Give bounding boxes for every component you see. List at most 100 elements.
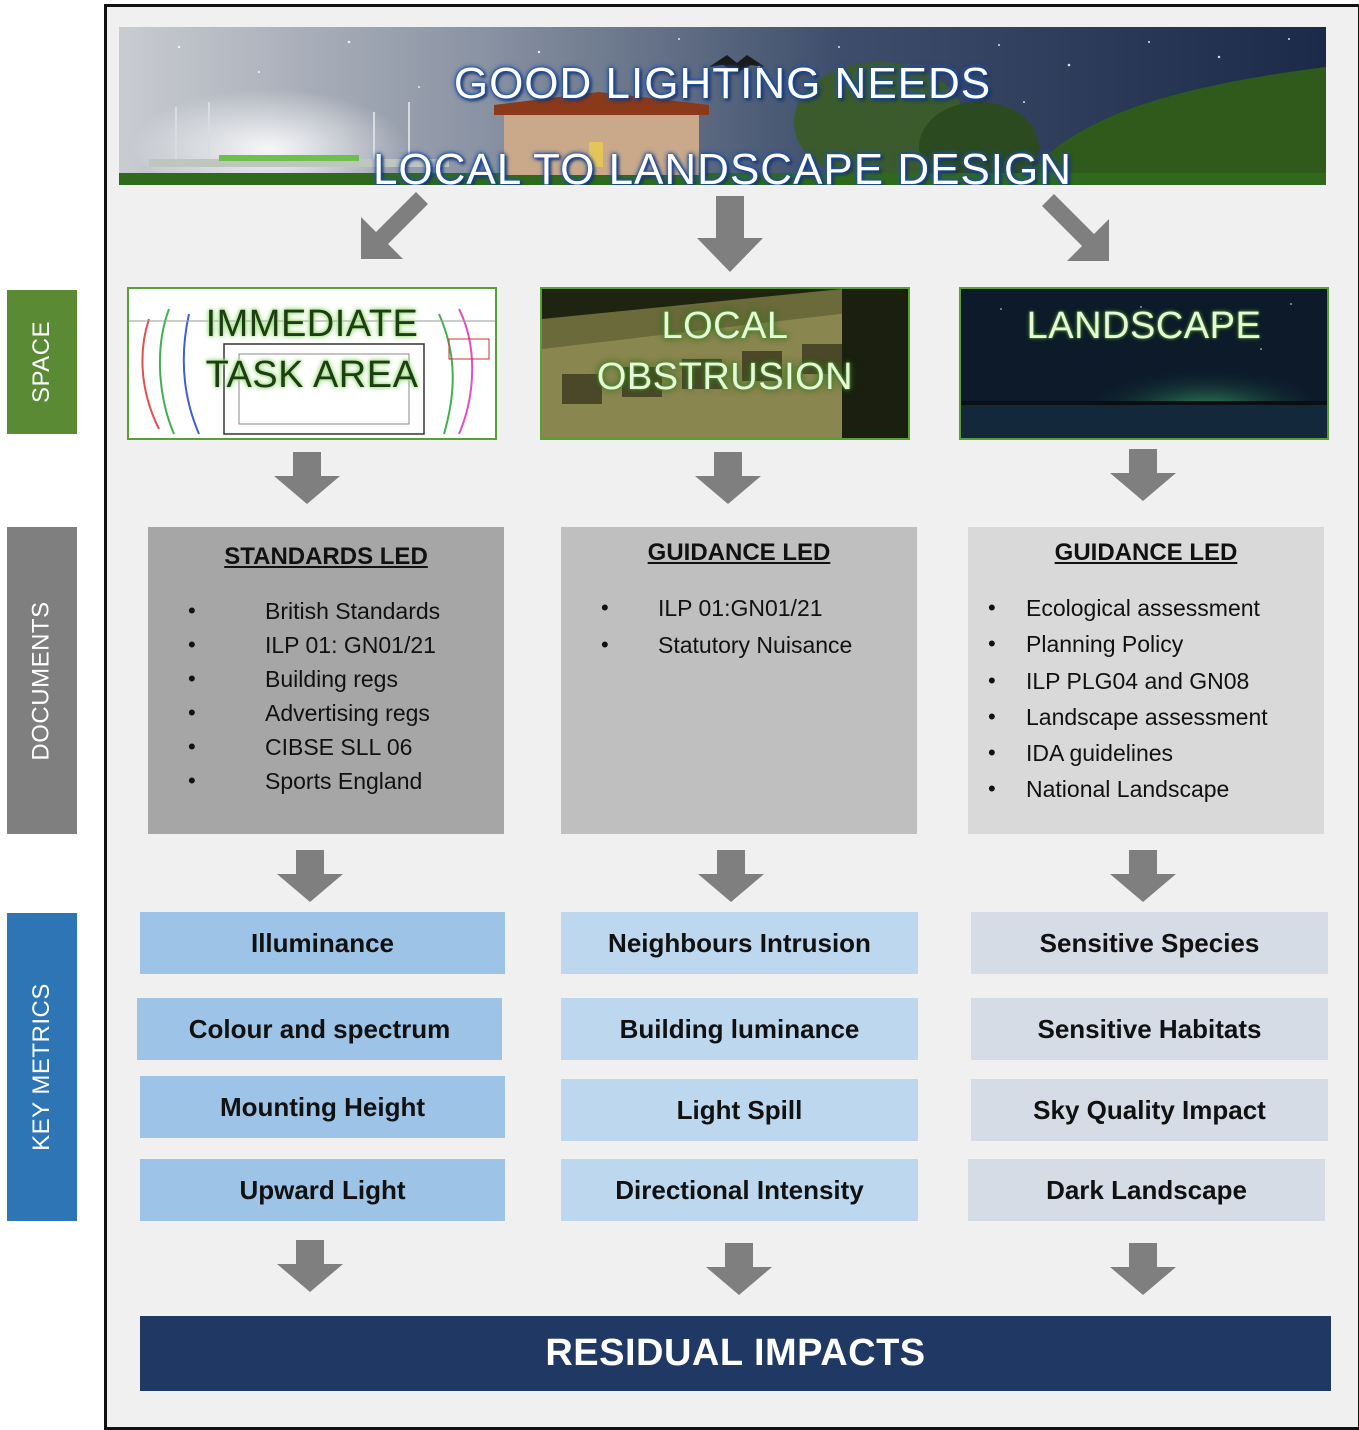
metric-box: Light Spill [561,1079,918,1141]
side-label-key-metrics: KEY METRICS [7,913,77,1221]
arrow-down-icon [274,452,340,504]
documents-heading: GUIDANCE LED [1054,539,1238,566]
space-card-local-title-line1: LOCAL [661,305,789,347]
list-item-text: Planning Policy [1026,631,1184,658]
space-card-local-title: LOCAL OBSTRUSION [542,301,908,404]
bullet-icon: • [188,734,196,759]
bullet-icon: • [188,632,196,657]
metric-box: Building luminance [561,998,918,1060]
list-item-text: Building regs [265,666,398,692]
arrow-down-icon [1110,1243,1176,1295]
aurora-landscape-image [961,289,1327,438]
side-label-documents-text: DOCUMENTS [28,600,56,761]
bullet-icon: • [188,598,196,623]
arrow-down-icon [1110,449,1176,501]
documents-list: • British Standards • ILP 01: GN01/21 • Bui… [148,598,504,802]
documents-list: • ILP 01:GN01/21 • Statutory Nuisance [561,595,917,669]
list-item-text: Advertising regs [265,700,430,726]
list-item: • Advertising regs [148,700,504,734]
list-item-text: Ecological assessment [1026,595,1260,621]
bullet-icon: • [988,595,996,620]
list-item-text: Sports England [265,768,423,794]
space-card-immediate-title-line1: IMMEDIATE [205,303,419,345]
list-item: • Landscape assessment [968,704,1324,740]
list-item: • Statutory Nuisance [561,632,917,669]
arrow-down-icon [1110,850,1176,902]
space-card-local-obstrusion: LOCAL OBSTRUSION [540,287,910,440]
metric-box: Dark Landscape [968,1159,1325,1221]
list-item: • National Landscape [968,776,1324,812]
list-item-text: ILP 01:GN01/21 [658,595,823,621]
list-item: •CIBSE SLL 06 [148,734,504,768]
list-item-text: Landscape assessment [1026,703,1268,730]
bullet-icon: • [988,740,996,766]
metric-box: Sensitive Habitats [971,998,1328,1060]
house-icon [494,92,709,175]
residual-impacts-text: RESIDUAL IMPACTS [545,1332,926,1374]
list-item: • Ecological assessment [968,595,1324,631]
list-item: • Planning Policy [968,631,1324,667]
side-label-space: SPACE [7,290,77,434]
side-label-space-text: SPACE [28,320,55,404]
documents-box-guidance-led-landscape: GUIDANCE LED • Ecological assessment • Pla… [968,527,1324,834]
space-card-landscape-title-line1: LANDSCAPE [1026,305,1262,347]
list-item-text: Statutory Nuisance [658,632,853,658]
documents-list: •Ecological assessment •Planning Policy … [968,595,1324,813]
arrow-down-left-icon [361,192,428,259]
arrow-down-icon [697,196,763,272]
space-card-local-title-line2: OBSTRUSION [596,356,854,399]
list-item: • British Standards [148,598,504,632]
list-item-text: ILP 01: GN01/21 [265,632,436,658]
building-night-image [542,289,908,438]
list-item-text: British Standards [265,598,441,624]
bullet-icon: • [601,595,609,620]
metric-box: Colour and spectrum [137,998,502,1060]
bullet-icon: • [188,768,196,793]
documents-heading: STANDARDS LED [224,543,428,570]
metric-box: Upward Light [140,1159,505,1221]
documents-box-standards-led: STANDARDS LED • British Standards • ILP 01… [148,527,504,834]
list-item-text: IDA guidelines [1026,740,1174,767]
banner-title-line1: GOOD LIGHTING NEEDS [453,59,992,108]
list-item: • IDA guidelines [968,740,1324,776]
bullet-icon: • [988,631,996,657]
arrow-down-icon [277,850,343,902]
list-item: • ILP 01:GN01/21 [561,595,917,632]
space-card-landscape: LANDSCAPE [959,287,1329,440]
side-label-key-metrics-text: KEY METRICS [28,983,56,1151]
metric-box: Sky Quality Impact [971,1079,1328,1141]
metric-box: Mounting Height [140,1076,505,1138]
list-item: • ILP PLG04 and GN08 [968,668,1324,704]
bullet-icon: • [988,703,996,729]
list-item: • Building regs [148,666,504,700]
bullet-icon: • [988,776,996,802]
bullet-icon: • [188,666,196,691]
list-item-text: National Landscape [1026,776,1230,803]
documents-box-guidance-led-local: GUIDANCE LED •ILP 01:GN01/21 •Statutory … [561,527,917,834]
space-card-immediate-task-area: IMMEDIATE TASK AREA [127,287,497,440]
metric-box: Directional Intensity [561,1159,918,1221]
list-item: • ILP 01: GN01/21 [148,632,504,666]
residual-impacts-bar: RESIDUAL IMPACTS [140,1316,1331,1391]
side-label-documents: DOCUMENTS [7,527,77,834]
banner: GOOD LIGHTING NEEDS LOCAL TO LANDSCAPE D… [119,27,1326,185]
space-card-immediate-title: IMMEDIATE TASK AREA [129,299,495,402]
arrow-down-icon [698,850,764,902]
metric-box: Sensitive Species [971,912,1328,974]
arrow-down-icon [695,452,761,504]
list-item: • Sports England [148,768,504,802]
list-item-text: ILP PLG04 and GN08 [1026,667,1250,694]
isolux-plan-image [129,289,495,438]
arrow-down-icon [277,1240,343,1292]
space-card-immediate-title-line2: TASK AREA [205,354,419,397]
metric-box: Neighbours Intrusion [561,912,918,974]
banner-title-line2: LOCAL TO LANDSCAPE DESIGN [372,145,1073,185]
banner-night-scene [119,27,1326,185]
bullet-icon: • [188,700,196,725]
metric-box: Illuminance [140,912,505,974]
space-card-landscape-title: LANDSCAPE [961,301,1327,352]
arrow-down-right-icon [1042,194,1109,261]
bullet-icon: • [988,667,996,693]
bullet-icon: • [601,632,609,657]
bat-icon [709,55,765,73]
